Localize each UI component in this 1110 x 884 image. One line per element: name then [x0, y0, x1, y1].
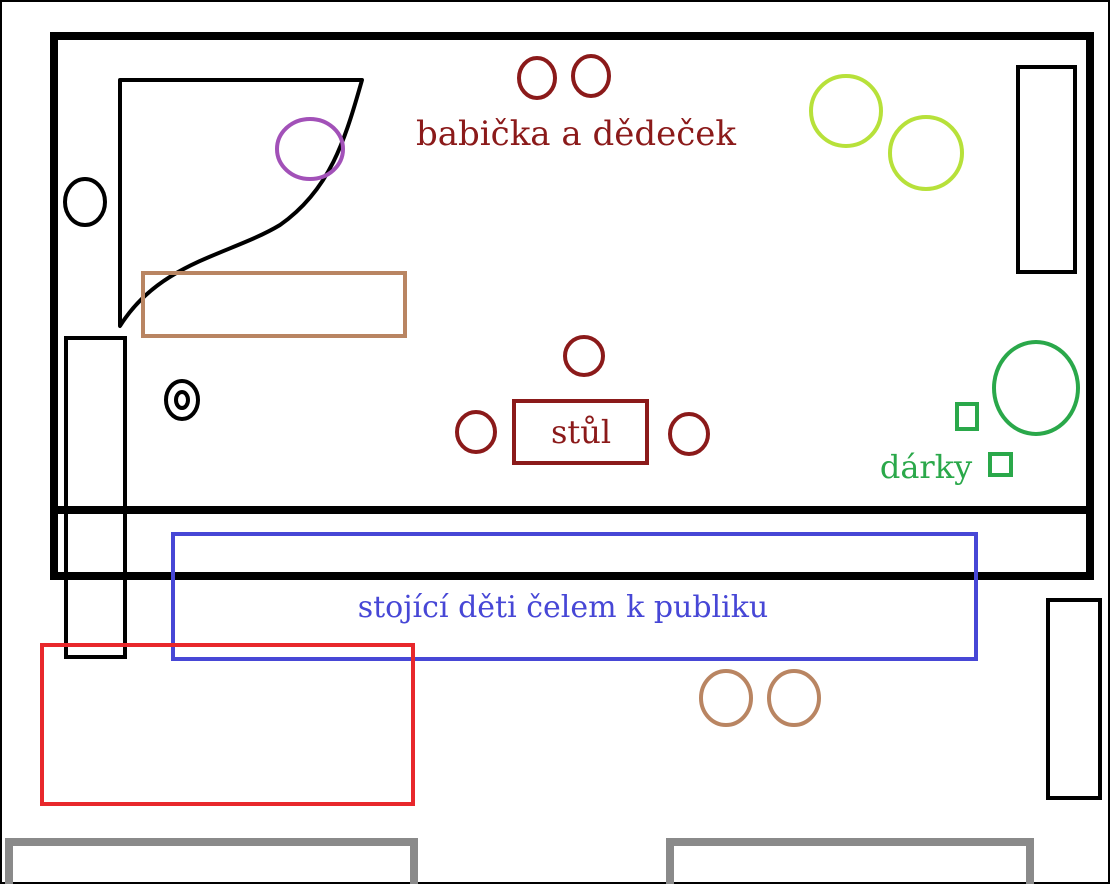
- table-rectangle: [512, 399, 649, 465]
- grandparent-circle: [571, 54, 611, 98]
- tan-rectangle: [141, 271, 407, 338]
- right-outside-pillar: [1046, 598, 1102, 800]
- left-black-circle: [63, 177, 107, 227]
- curtain-shape: [118, 78, 364, 328]
- target-inner-icon: [174, 390, 190, 410]
- gift-box: [988, 452, 1013, 477]
- gift-circle: [992, 340, 1080, 436]
- stage-outline: [50, 32, 1094, 580]
- audience-bench-left: [5, 838, 418, 884]
- chair-circle: [455, 410, 497, 454]
- lime-circle: [809, 74, 883, 148]
- chair-circle: [563, 335, 605, 377]
- chair-circle: [668, 412, 710, 456]
- tan-circle: [767, 669, 821, 727]
- lime-circle: [888, 115, 964, 191]
- purple-circle: [275, 117, 345, 181]
- right-wing-panel: [1016, 65, 1077, 274]
- grandparents-label: babička a dědeček: [416, 114, 736, 154]
- children-label: stojící děti čelem k publiku: [358, 590, 769, 625]
- children-area: [171, 532, 978, 661]
- gift-box: [955, 402, 979, 431]
- gifts-label: dárky: [880, 448, 972, 486]
- tan-circle: [699, 669, 753, 727]
- target-icon: [164, 379, 200, 421]
- red-rectangle: [40, 643, 415, 806]
- audience-bench-right: [666, 838, 1034, 884]
- table-label: stůl: [551, 413, 611, 451]
- left-pillar: [64, 336, 127, 659]
- grandparent-circle: [517, 56, 557, 100]
